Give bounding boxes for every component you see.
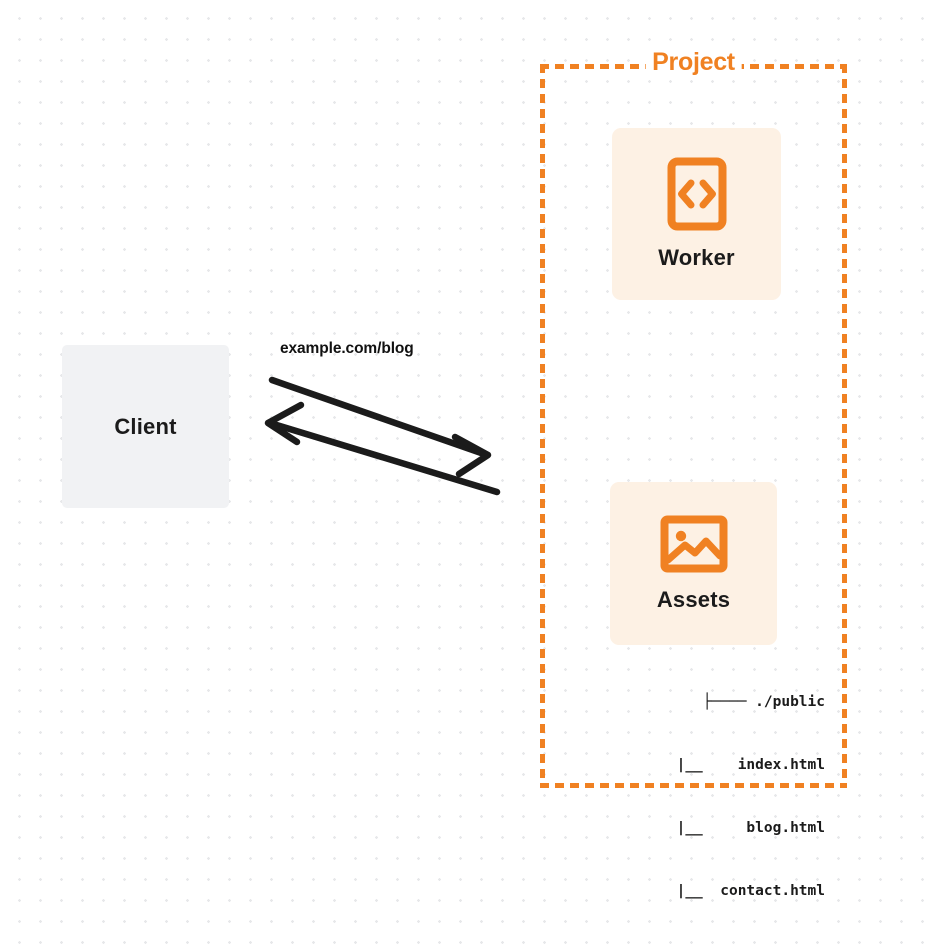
response-arrow-icon: [264, 401, 501, 496]
client-node[interactable]: Client: [62, 345, 229, 508]
assets-label: Assets: [656, 586, 731, 612]
file-tree-row: ├──── ./public: [702, 694, 825, 710]
file-tree-row: |__ index.html: [632, 757, 825, 773]
project-container: Project Worker Assets ├──── ./public |__…: [540, 48, 847, 899]
assets-file-tree: ├──── ./public |__ index.html |__ blog.h…: [580, 650, 825, 944]
code-brackets-icon: [667, 157, 727, 231]
file-tree-row: |__ contact.html: [632, 883, 825, 899]
request-arrow-icon: [268, 376, 492, 478]
assets-card[interactable]: Assets: [610, 482, 777, 645]
file-tree-row: |__ blog.html: [632, 820, 825, 836]
worker-card[interactable]: Worker: [612, 128, 781, 300]
request-url-label: example.com/blog: [280, 340, 414, 357]
client-label: Client: [114, 413, 177, 439]
image-landscape-icon: [660, 515, 728, 573]
project-title: Project: [645, 48, 742, 77]
worker-label: Worker: [658, 245, 735, 270]
